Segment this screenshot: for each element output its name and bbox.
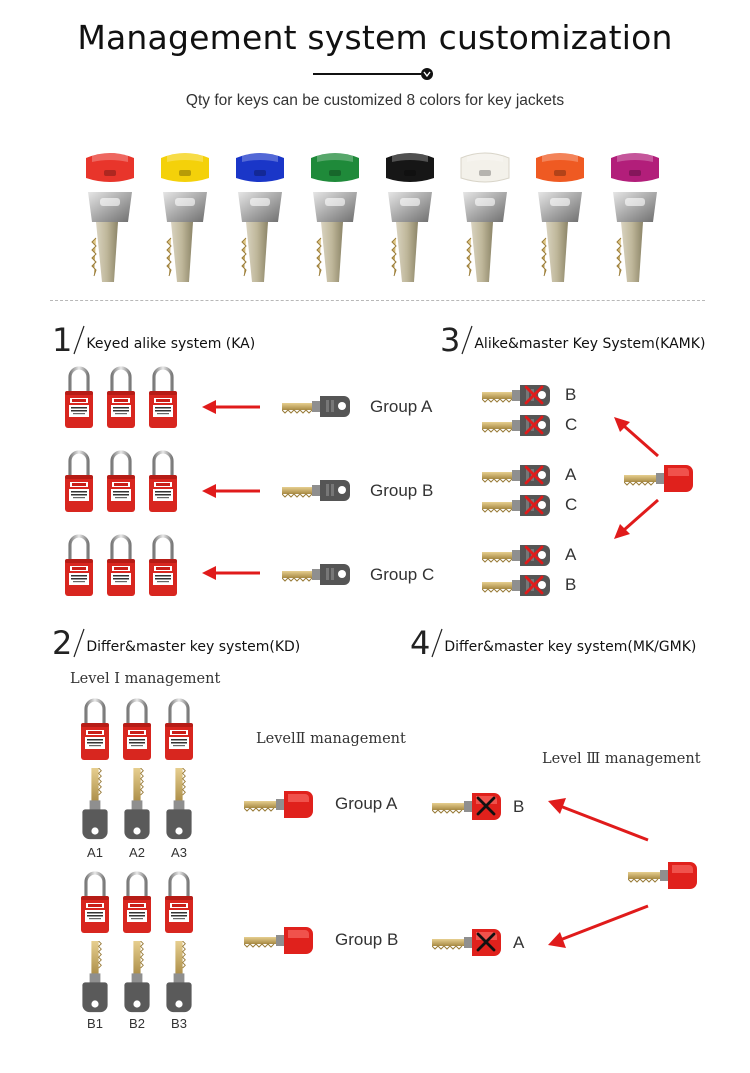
master-key-icon	[624, 463, 694, 493]
group-label: Group B	[335, 930, 399, 949]
key-letter: B	[513, 797, 525, 816]
padlock-icon	[106, 530, 136, 602]
key-letter: C	[565, 415, 578, 434]
arrow-left-icon	[202, 400, 260, 414]
padlock-icon	[122, 694, 152, 766]
crossed-key-icon	[482, 383, 552, 407]
slash-icon	[73, 325, 85, 355]
padlock-icon	[64, 362, 94, 434]
group-label: Group A	[370, 397, 433, 416]
colored-key-icon	[530, 148, 590, 288]
key-letter: A	[565, 465, 577, 484]
page-title: Management system customization	[77, 18, 673, 57]
crossed-key-icon	[482, 493, 552, 517]
key-icon	[282, 478, 352, 502]
key-letter: B	[565, 575, 577, 594]
level-2-label: LevelⅡ management	[256, 731, 406, 747]
padlock-icon	[80, 694, 110, 766]
section-number: 3	[440, 321, 461, 359]
slash-icon	[431, 628, 443, 658]
padlock-icon	[122, 867, 152, 939]
crossed-master-key-icon	[432, 927, 502, 957]
padlock-icon	[148, 446, 178, 518]
group-label: Group C	[370, 565, 435, 584]
padlock-icon	[80, 867, 110, 939]
arrow-down-left-icon	[614, 498, 659, 539]
section-label: Keyed alike system (KA)	[86, 336, 256, 352]
key-icon	[282, 562, 352, 586]
key-letter: A	[565, 545, 577, 564]
key-icon	[123, 941, 151, 1013]
key-label: A3	[171, 845, 187, 860]
crossed-key-icon	[482, 413, 552, 437]
arrow-up-left-icon	[614, 417, 659, 458]
key-icon	[81, 941, 109, 1013]
title-divider-icon	[313, 68, 433, 80]
level-3-label: Level Ⅲ management	[542, 751, 701, 767]
section-number: 4	[410, 624, 431, 662]
crossed-key-icon	[482, 573, 552, 597]
key-label: A1	[87, 845, 103, 860]
master-key-icon	[628, 860, 698, 890]
master-key-icon	[244, 925, 314, 955]
section-number: 1	[52, 321, 73, 359]
key-letter: B	[565, 385, 577, 404]
colored-key-icon	[460, 148, 510, 288]
section-divider	[50, 300, 705, 301]
key-icon	[282, 394, 352, 418]
colored-key-icon	[380, 148, 440, 288]
padlock-icon	[164, 694, 194, 766]
colored-key-icon	[605, 148, 665, 288]
group-label: Group B	[370, 481, 434, 500]
padlock-icon	[148, 362, 178, 434]
padlock-icon	[164, 867, 194, 939]
arrow-left-icon	[202, 566, 260, 580]
section-label: Differ&master key system(KD)	[86, 639, 301, 655]
padlock-icon	[64, 446, 94, 518]
slash-icon	[73, 628, 85, 658]
level-1-label: Level Ⅰ management	[70, 671, 221, 687]
arrow-up-left-icon	[548, 798, 649, 842]
key-label: B1	[87, 1016, 103, 1031]
padlock-icon	[106, 362, 136, 434]
padlock-icon	[64, 530, 94, 602]
key-icon	[123, 768, 151, 840]
key-label: B3	[171, 1016, 187, 1031]
section-kamk-heading: 3 Alike&master Key System(KAMK)	[440, 324, 705, 356]
key-letter: A	[513, 933, 525, 952]
key-letter: C	[565, 495, 578, 514]
colored-key-icon	[305, 148, 365, 288]
key-icon	[165, 768, 193, 840]
padlock-icon	[106, 446, 136, 518]
key-icon	[165, 941, 193, 1013]
padlock-icon	[148, 530, 178, 602]
key-label: A2	[129, 845, 145, 860]
group-label: Group A	[335, 794, 398, 813]
key-label: B2	[129, 1016, 145, 1031]
arrow-left-icon	[202, 484, 260, 498]
section-kd-heading: 2 Differ&master key system(KD)	[52, 627, 300, 659]
crossed-master-key-icon	[432, 791, 502, 821]
section-ka-heading: 1 Keyed alike system (KA)	[52, 324, 255, 356]
key-icon	[81, 768, 109, 840]
crossed-key-icon	[482, 463, 552, 487]
slash-icon	[461, 325, 473, 355]
section-number: 2	[52, 624, 73, 662]
section-mk-heading: 4 Differ&master key system(MK/GMK)	[410, 627, 696, 659]
colored-key-icon	[230, 148, 290, 288]
subtitle: Qty for keys can be customized 8 colors …	[185, 92, 565, 109]
crossed-key-icon	[482, 543, 552, 567]
section-label: Differ&master key system(MK/GMK)	[444, 639, 697, 655]
color-key-row	[80, 148, 680, 288]
master-key-icon	[244, 789, 314, 819]
colored-key-icon	[80, 148, 140, 288]
colored-key-icon	[155, 148, 215, 288]
arrow-down-left-icon	[548, 904, 649, 948]
section-label: Alike&master Key System(KAMK)	[474, 336, 706, 352]
